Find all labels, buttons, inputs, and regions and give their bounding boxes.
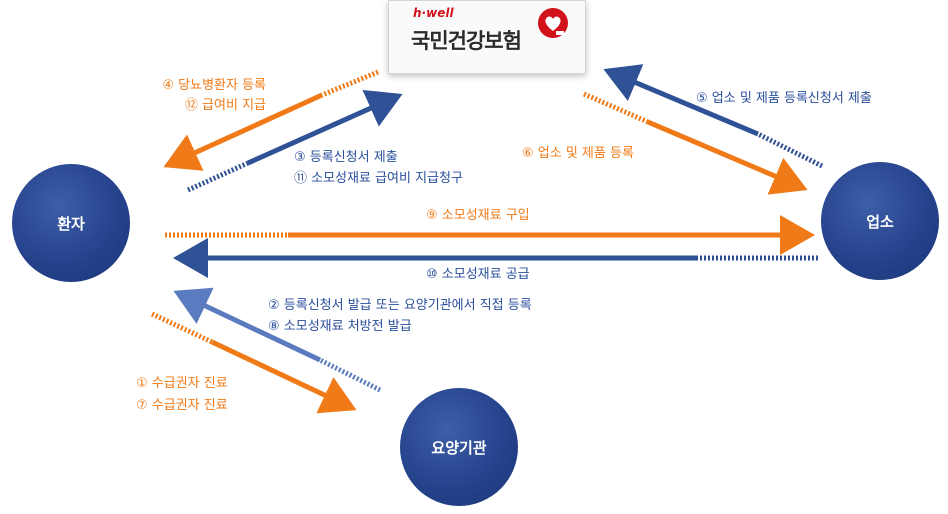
step-7-label: ⑦ 수급권자 진료 [136, 398, 228, 413]
node-vendor: 업소 [821, 162, 939, 280]
step-4-label: ④ 당뇨병환자 등록 [162, 78, 266, 93]
step-2-label: ② 등록신청서 발급 또는 요양기관에서 직접 등록 [268, 298, 532, 313]
step-3-label: ③ 등록신청서 제출 [294, 150, 398, 165]
node-institution-label: 요양기관 [431, 438, 487, 457]
node-patient: 환자 [12, 164, 130, 282]
arrow-nhis-to-patient [163, 69, 379, 171]
arrow-patient-to-nhis [186, 89, 403, 193]
step-1-label: ① 수급권자 진료 [136, 376, 228, 391]
step-8-label: ⑧ 소모성재료 처방전 발급 [268, 319, 412, 334]
node-patient-label: 환자 [57, 214, 85, 233]
arrow-institution-to-patient [173, 287, 382, 393]
step-9-label: ⑨ 소모성재료 구입 [426, 208, 530, 223]
nhis-logo-box: h·well 국민건강보험 [388, 0, 586, 74]
step-12-label: ⑫ 급여비 지급 [184, 98, 266, 113]
nhis-name: 국민건강보험 [411, 29, 522, 53]
heart-logo-icon [538, 8, 568, 38]
node-institution: 요양기관 [400, 388, 518, 506]
arrow-vendor-to-nhis [603, 64, 824, 169]
step-5-label: ⑤ 업소 및 제품 등록신청서 제출 [696, 91, 872, 106]
step-6-label: ⑥ 업소 및 제품 등록 [522, 146, 634, 161]
arrow-patient-to-institution [150, 311, 357, 414]
step-11-label: ⑪ 소모성재료 급여비 지급청구 [294, 171, 463, 186]
step-10-label: ⑩ 소모성재료 공급 [426, 267, 530, 282]
nhis-tagline: h·well [413, 6, 454, 20]
arrow-nhis-to-vendor [582, 91, 808, 195]
node-vendor-label: 업소 [866, 212, 894, 231]
